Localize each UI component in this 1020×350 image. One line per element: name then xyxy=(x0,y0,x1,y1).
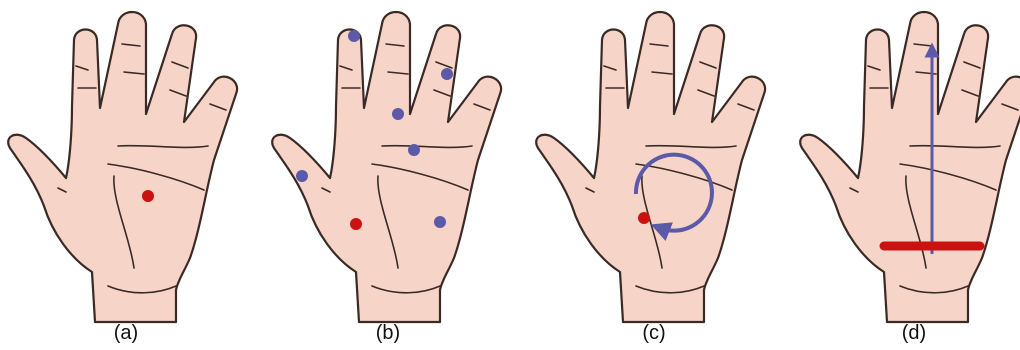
hand-c xyxy=(536,12,765,322)
caption-a: (a) xyxy=(114,322,138,344)
panel-a xyxy=(8,12,237,322)
caption-b: (b) xyxy=(376,322,400,344)
red-dot-c xyxy=(638,212,650,224)
blue-dot-b-index xyxy=(348,30,360,42)
panel-c xyxy=(536,12,765,322)
blue-dot-b-heel xyxy=(434,216,446,228)
blue-dot-b-thumb xyxy=(296,170,308,182)
hand-a xyxy=(8,12,237,322)
red-dot-a xyxy=(142,190,154,202)
blue-dot-b-ring xyxy=(441,68,453,80)
panel-d xyxy=(800,12,1020,322)
hand-d xyxy=(800,12,1020,322)
red-dot-b xyxy=(350,218,362,230)
panel-b xyxy=(272,12,501,322)
blue-dot-b-palm xyxy=(408,144,420,156)
hand-b xyxy=(272,12,501,322)
caption-c: (c) xyxy=(642,322,665,344)
blue-dot-b-middle xyxy=(392,108,404,120)
caption-d: (d) xyxy=(902,322,926,344)
